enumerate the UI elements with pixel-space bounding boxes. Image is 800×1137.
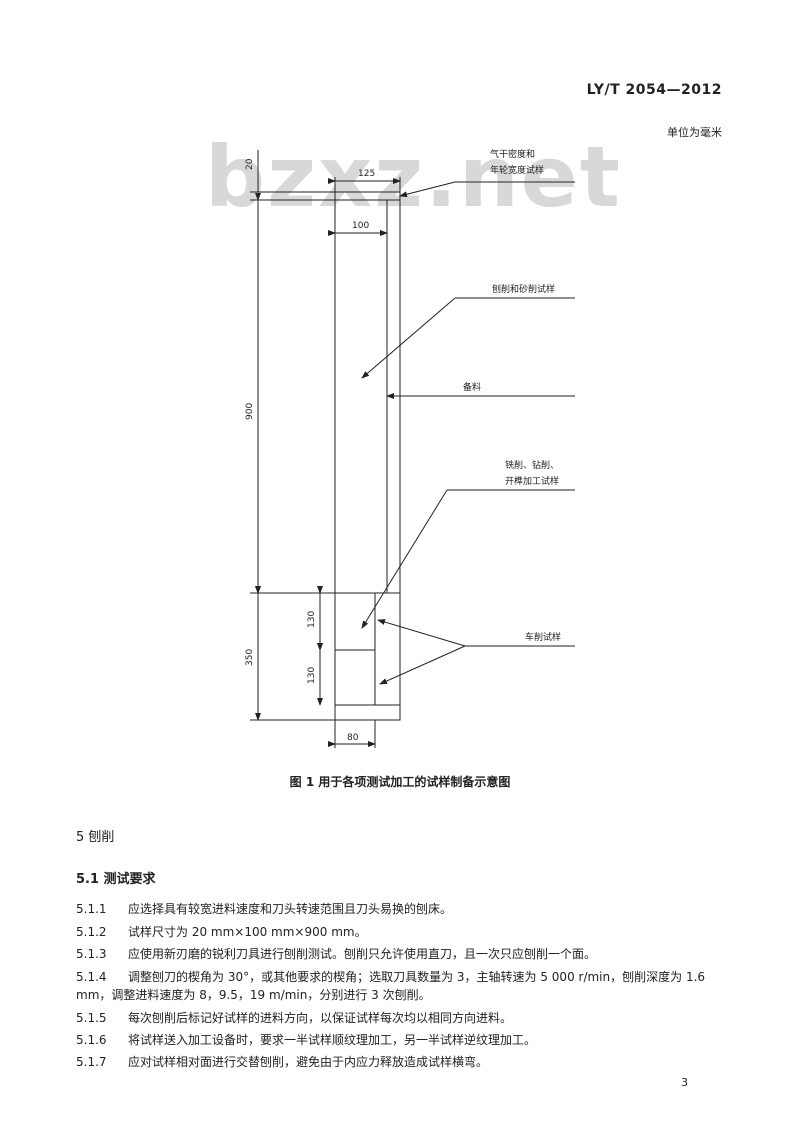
label-density-line1: 气干密度和: [490, 148, 535, 160]
label-turning: 车削试样: [525, 631, 561, 643]
label-milling-line2: 开榫加工试样: [505, 475, 559, 487]
dim-short-length: 350: [245, 649, 255, 666]
dim-inner-width: 100: [352, 221, 369, 231]
watermark: bzxz.net: [205, 128, 622, 226]
label-planing-sanding: 刨削和砂削试样: [492, 283, 555, 295]
section-5-title: 5 刨削: [76, 830, 115, 845]
standard-number: LY/T 2054—2012: [586, 82, 722, 98]
section-5-1-title: 5.1 测试要求: [76, 872, 156, 887]
dim-bottom-width: 80: [347, 733, 359, 743]
outer-board: [334, 191, 401, 721]
label-density-line2: 年轮宽度试样: [490, 164, 544, 176]
dim-long-length: 900: [245, 403, 255, 420]
dim-total-width: 125: [358, 169, 375, 179]
dim-top-strip: 20: [245, 158, 255, 170]
dim-block-lower: 130: [307, 667, 317, 684]
label-stock: 备料: [463, 381, 481, 393]
label-milling-line1: 铣削、钻削、: [505, 459, 559, 471]
page-number: 3: [681, 1076, 688, 1089]
figure-caption: 图 1 用于各项测试加工的试样制备示意图: [289, 775, 511, 789]
unit-note: 单位为毫米: [667, 126, 722, 139]
dim-block-upper: 130: [307, 611, 317, 628]
